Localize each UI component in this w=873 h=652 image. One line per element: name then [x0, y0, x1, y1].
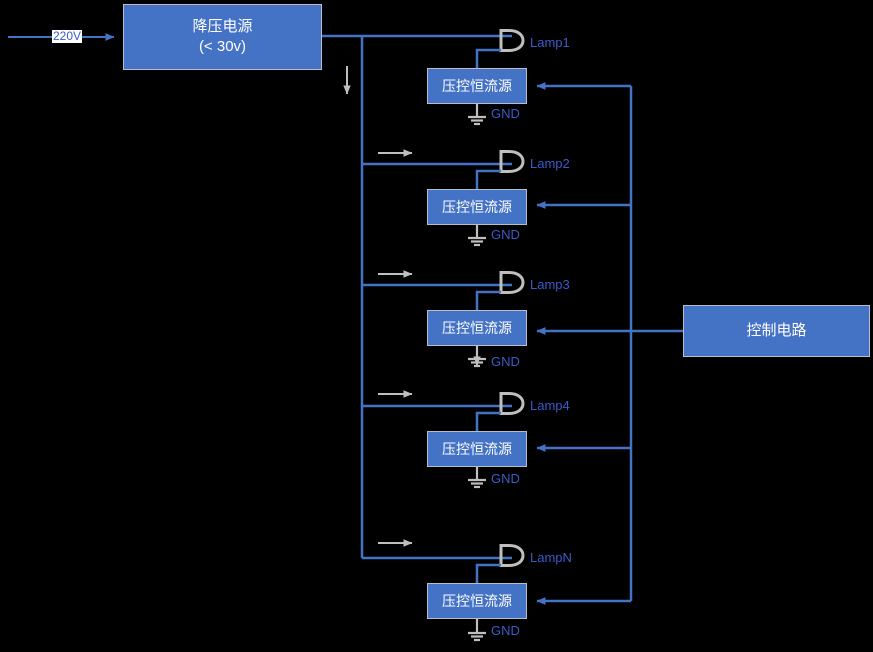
power-supply-block[interactable]: 降压电源 (< 30v): [123, 4, 322, 70]
lamp-label-n: LampN: [530, 550, 572, 565]
ground-symbol-2: [468, 224, 486, 247]
gnd-label-4: GND: [491, 471, 520, 486]
driver-block-n[interactable]: 压控恒流源: [427, 583, 527, 619]
lamp-to-driver-wires: [475, 48, 501, 583]
control-circuit-block[interactable]: 控制电路: [683, 305, 870, 357]
supply-output-wire: [322, 34, 512, 560]
gnd-label-3: GND: [491, 354, 520, 369]
driver-block-1[interactable]: 压控恒流源: [427, 68, 527, 104]
gnd-label-2: GND: [491, 227, 520, 242]
branch-flow-arrow-icons: [378, 149, 413, 547]
ground-symbol-1: [468, 103, 486, 126]
driver-block-2[interactable]: 压控恒流源: [427, 189, 527, 225]
ground-symbol-5: [468, 619, 486, 642]
lamp-label-4: Lamp4: [530, 398, 570, 413]
lamp-branch-wires: [362, 162, 512, 408]
gnd-label-n: GND: [491, 623, 520, 638]
input-voltage-label: 220V: [52, 29, 83, 44]
driver-block-3[interactable]: 压控恒流源: [427, 310, 527, 346]
lamp-label-2: Lamp2: [530, 156, 570, 171]
ground-symbol-4: [468, 466, 486, 489]
driver-block-4[interactable]: 压控恒流源: [427, 431, 527, 467]
gnd-label-1: GND: [491, 106, 520, 121]
control-bus-wires: [536, 82, 683, 605]
lamp-label-3: Lamp3: [530, 277, 570, 292]
lamp-label-1: Lamp1: [530, 35, 570, 50]
lamp-symbol-icons: [499, 29, 525, 567]
